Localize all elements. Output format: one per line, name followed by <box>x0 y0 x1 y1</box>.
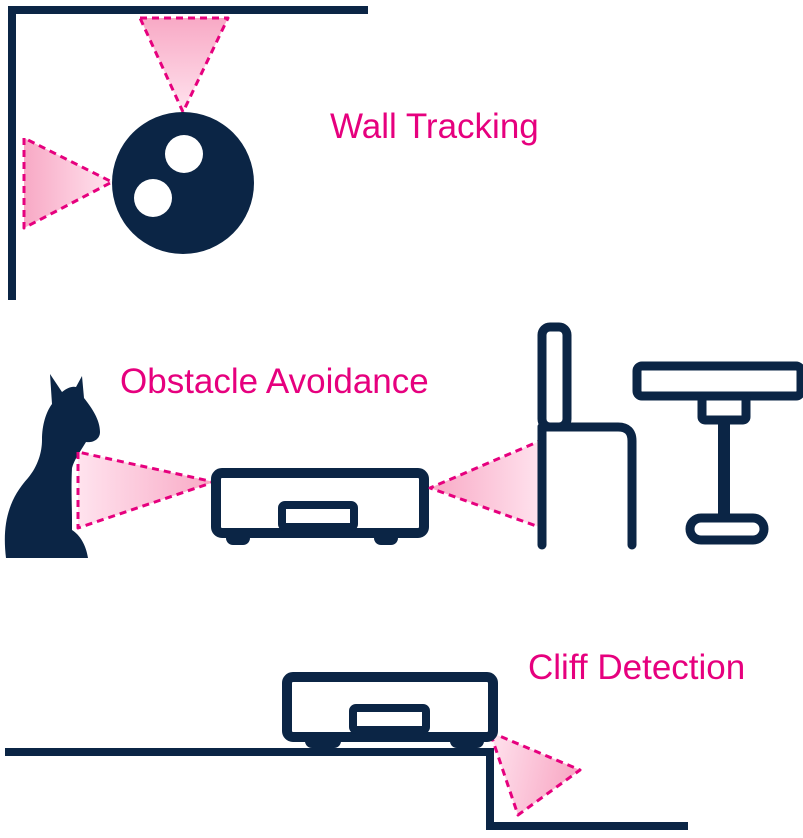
robot-vacuum-top-view-icon <box>112 112 254 254</box>
robot-vacuum-side-view-icon-cliff <box>287 677 493 748</box>
sensor-beam-icon-chair <box>430 440 542 528</box>
sensor-beam-icon-wall-up <box>140 18 228 112</box>
sensor-beam-icon-cat <box>78 452 214 528</box>
cliff-edge <box>5 752 688 826</box>
sensor-beam-icon-cliff <box>490 732 580 815</box>
obstacle-avoidance-label: Obstacle Avoidance <box>120 364 429 399</box>
chair-icon <box>542 327 632 545</box>
sensor-beam-icon-wall-left <box>24 138 112 228</box>
table-icon <box>637 366 801 540</box>
robot-vacuum-side-view-icon <box>216 473 424 545</box>
wall-tracking-label: Wall Tracking <box>330 109 539 144</box>
cliff-detection-label: Cliff Detection <box>528 650 745 685</box>
cliff-detection-scene <box>5 677 688 826</box>
wall-tracking-scene <box>12 10 368 300</box>
